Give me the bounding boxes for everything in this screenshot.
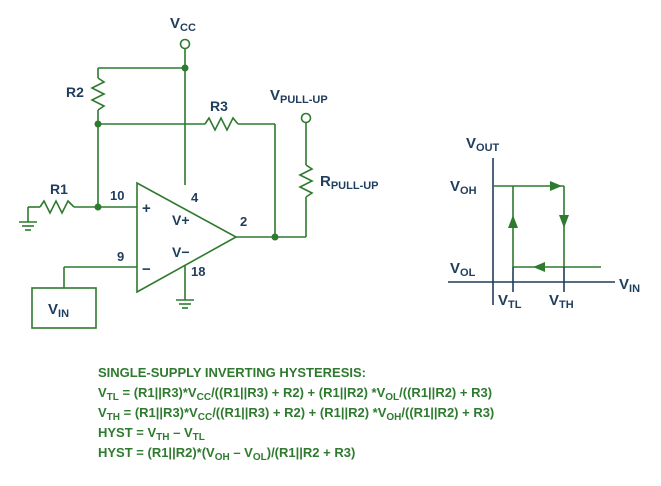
rpullup-resistor (298, 164, 314, 198)
vin-source-label: VIN (48, 301, 69, 320)
equations-title: SINGLE-SUPPLY INVERTING HYSTERESIS: (98, 365, 366, 380)
vplus-label: V+ (172, 212, 190, 228)
pin-18-label: 18 (191, 264, 205, 279)
vminus-label: V− (172, 244, 190, 260)
r2-label: R2 (66, 84, 84, 100)
pin-2-label: 2 (240, 214, 247, 229)
vcc-terminal (179, 38, 191, 50)
r1-junction (94, 203, 102, 211)
vin-source-box (31, 287, 97, 329)
vol-label: VOL (450, 260, 476, 279)
equation-vtl: VTL = (R1||R3)*VCC/((R1||R3) + R2) + (R1… (98, 385, 492, 403)
pin-4-label: 4 (191, 190, 199, 205)
output-junction (271, 233, 279, 241)
op-amp (136, 181, 238, 294)
plus-input-label: + (142, 200, 151, 217)
equation-vth: VTH = (R1||R3)*VCC/((R1||R3) + R2) + (R1… (98, 405, 494, 423)
arrow-right (550, 181, 562, 191)
arrow-left (533, 262, 545, 272)
equations: SINGLE-SUPPLY INVERTING HYSTERESIS: VTL … (98, 365, 494, 463)
circuit-schematic: VCC R2 R3 R1 VPULL-UP RPULL-UP VIN 10 9 … (19, 15, 379, 329)
voh-label: VOH (450, 178, 477, 197)
pin-10-label: 10 (110, 188, 124, 203)
vth-label: VTH (549, 292, 574, 311)
graph-vin-label: VIN (619, 276, 640, 295)
r2-resistor (90, 77, 106, 111)
hysteresis-graph: VOUT VOH VOL VIN VTL VTH (448, 135, 640, 311)
r3-label: R3 (210, 98, 228, 114)
vout-label: VOUT (466, 135, 500, 154)
arrow-up (508, 215, 518, 228)
equation-hyst-2: HYST = (R1||R2)*(VOH – VOL)/(R1||R2 + R3… (98, 445, 355, 463)
rpullup-label: RPULL-UP (320, 173, 379, 192)
arrow-down (559, 215, 569, 228)
vcc-label: VCC (170, 15, 196, 34)
r1-resistor (39, 199, 75, 215)
pin-9-label: 9 (117, 249, 124, 264)
vpullup-label: VPULL-UP (270, 87, 328, 106)
r1-label: R1 (50, 181, 68, 197)
equation-hyst-1: HYST = VTH – VTL (98, 425, 205, 443)
minus-input-label: − (142, 261, 151, 278)
vtl-label: VTL (498, 292, 522, 311)
vpullup-terminal (300, 112, 312, 124)
r3-resistor (204, 116, 239, 132)
